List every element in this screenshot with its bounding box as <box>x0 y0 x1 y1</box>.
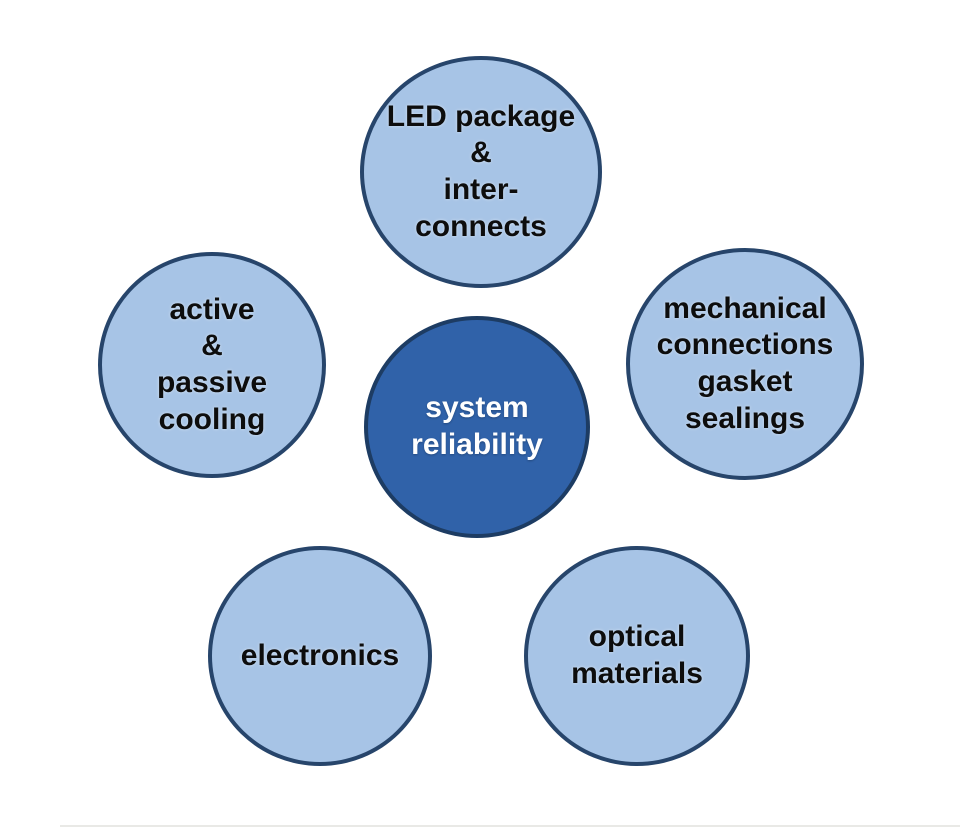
node-label: mechanical connections gasket sealings <box>656 291 834 435</box>
node-system-reliability: system reliability <box>364 316 590 538</box>
node-label: electronics <box>240 638 400 672</box>
node-label: active & passive cooling <box>156 292 268 436</box>
node-led-package-interconnects: LED package & inter- connects <box>360 56 602 288</box>
node-mechanical-connections-gasket-sealings: mechanical connections gasket sealings <box>626 248 864 480</box>
node-label: LED package & inter- connects <box>386 99 576 243</box>
node-label: optical materials <box>571 620 703 690</box>
node-active-passive-cooling: active & passive cooling <box>98 252 326 478</box>
bottom-hairline <box>60 825 960 827</box>
node-label: system reliability <box>411 391 543 461</box>
node-electronics: electronics <box>208 546 432 766</box>
node-optical-materials: optical materials <box>524 546 750 766</box>
